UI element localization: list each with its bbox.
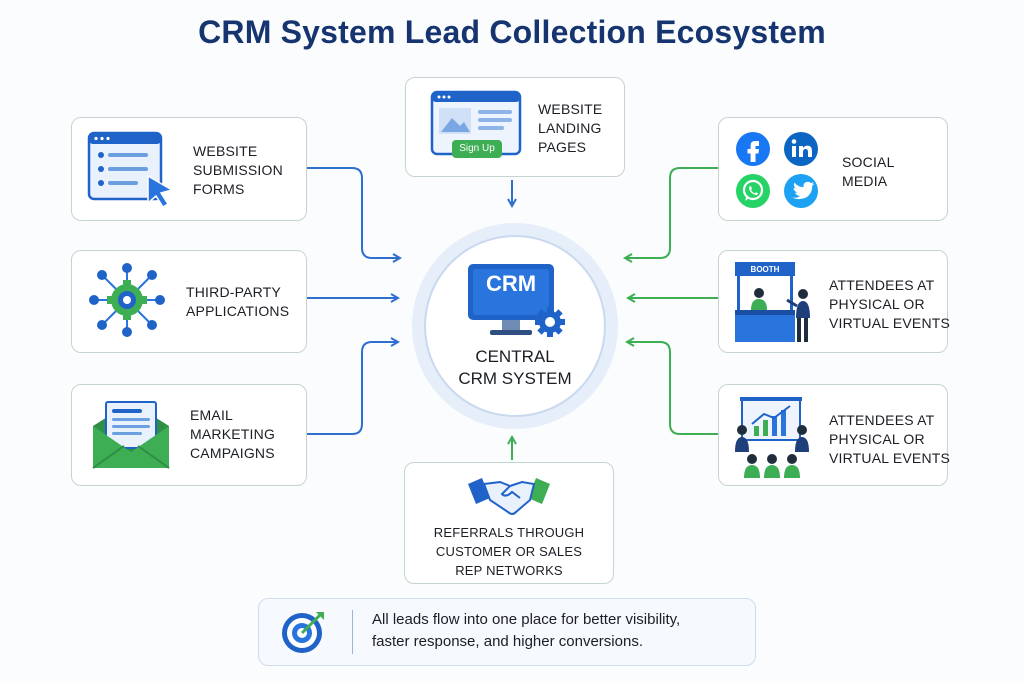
target-icon	[282, 612, 324, 653]
label-landing-pages: WEBSITE LANDING PAGES	[538, 101, 603, 155]
footer-line1: All leads flow into one place for better…	[372, 611, 681, 628]
linkedin-icon	[784, 132, 818, 166]
label-events-booth: ATTENDEES AT PHYSICAL OR VIRTUAL EVENTS	[829, 277, 951, 331]
hub-label-line2: CRM SYSTEM	[458, 369, 572, 388]
hub-label-line1: CENTRAL	[475, 347, 555, 366]
arrow-website-forms	[306, 167, 400, 258]
crm-monitor-icon	[468, 264, 565, 337]
footer-divider	[352, 610, 353, 654]
footer-text: All leads flow into one place for better…	[372, 609, 680, 653]
page-title: CRM System Lead Collection Ecosystem	[198, 14, 826, 50]
whatsapp-icon	[736, 174, 770, 208]
label-email: EMAIL MARKETING CAMPAIGNS	[190, 407, 276, 461]
footer-summary-box	[258, 598, 756, 666]
label-referrals: REFERRALS THROUGH CUSTOMER OR SALES REP …	[433, 525, 585, 578]
card-third-party	[71, 250, 307, 353]
facebook-icon	[736, 132, 770, 166]
social-icons-group	[736, 132, 818, 208]
footer-line2: faster response, and higher conversions.	[372, 633, 643, 650]
label-third-party: THIRD-PARTY APPLICATIONS	[186, 284, 290, 319]
card-referrals	[404, 462, 614, 584]
booth-icon	[735, 262, 810, 342]
gear-network-icon	[89, 263, 165, 337]
envelope-icon	[92, 401, 170, 469]
arrow-social	[625, 167, 719, 258]
twitter-icon	[784, 174, 818, 208]
label-social: SOCIAL MEDIA	[842, 154, 895, 189]
handshake-icon	[468, 478, 550, 515]
hub-label: CENTRAL CRM SYSTEM	[424, 346, 606, 390]
signup-button[interactable]: Sign Up	[459, 143, 495, 154]
crm-logo-text: CRM	[485, 271, 537, 296]
browser-signup-icon	[430, 90, 522, 158]
arrow-email	[306, 342, 398, 435]
presentation-icon	[735, 397, 809, 478]
booth-sign: BOOTH	[750, 265, 780, 274]
form-cursor-icon	[87, 131, 174, 209]
label-website-forms: WEBSITE SUBMISSION FORMS	[193, 143, 283, 197]
arrow-events-presentation	[627, 342, 719, 435]
label-events-presentation: ATTENDEES AT PHYSICAL OR VIRTUAL EVENTS	[829, 412, 951, 466]
